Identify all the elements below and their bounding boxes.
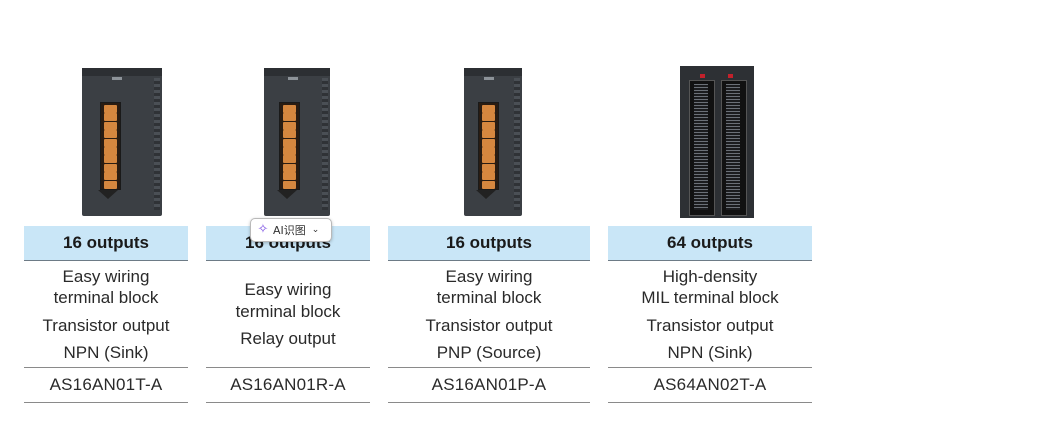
desc-line: NPN (Sink)	[63, 343, 149, 362]
terminal-screw	[104, 163, 117, 172]
desc-line: Easy wiring	[62, 266, 150, 286]
model-number[interactable]: AS16AN01P-A	[388, 368, 590, 403]
ai-button-label: AI识图	[273, 224, 306, 237]
desc-line: Easy wiring	[445, 266, 533, 286]
terminal-screw	[104, 105, 117, 113]
desc-line: terminal block	[436, 288, 542, 307]
terminal-screw	[104, 180, 117, 189]
product-image[interactable]	[264, 68, 330, 216]
terminal-screw	[283, 163, 296, 172]
terminal-screw	[482, 105, 495, 113]
desc-line: Transistor output	[646, 315, 774, 335]
outputs-header: 64 outputs	[608, 226, 812, 261]
terminal-screw	[283, 105, 296, 113]
terminal-screw	[104, 113, 117, 122]
module-body	[464, 68, 522, 216]
ai-image-recognition-button[interactable]: ✧ AI识图 ⌄	[250, 218, 332, 242]
product-description: Easy wiring terminal block Transistor ou…	[24, 262, 188, 368]
terminal-screw	[283, 155, 296, 164]
terminal-screw	[283, 130, 296, 139]
terminal-screw	[283, 113, 296, 122]
terminal-screw	[104, 147, 117, 155]
model-number[interactable]: AS16AN01R-A	[206, 368, 370, 403]
terminal-screw	[482, 121, 495, 130]
outputs-header: 16 outputs	[24, 226, 188, 261]
outputs-header: 16 outputs	[388, 226, 590, 261]
desc-line: NPN (Sink)	[667, 343, 753, 362]
desc-line: PNP (Source)	[436, 343, 542, 362]
module-body	[82, 68, 162, 216]
terminal-screw	[482, 155, 495, 164]
terminal-screw	[482, 147, 495, 155]
terminal-screw	[283, 138, 296, 147]
terminal-screw	[283, 121, 296, 130]
model-number[interactable]: AS64AN02T-A	[608, 368, 812, 403]
desc-line: High-density	[662, 266, 758, 286]
desc-line: terminal block	[235, 301, 341, 321]
product-description: Easy wiring terminal block Relay output	[206, 262, 370, 368]
module-body	[264, 68, 330, 216]
terminal-screw	[482, 163, 495, 172]
product-image[interactable]	[464, 68, 522, 216]
terminal-screw	[482, 113, 495, 122]
terminal-screw	[482, 172, 495, 181]
terminal-screw	[283, 180, 296, 189]
terminal-screw	[482, 138, 495, 147]
desc-line: MIL terminal block	[641, 288, 779, 307]
terminal-screw	[104, 130, 117, 139]
terminal-screw	[283, 147, 296, 155]
product-description: Easy wiring terminal block Transistor ou…	[388, 262, 590, 368]
product-description: High-density MIL terminal block Transist…	[608, 262, 812, 368]
terminal-screw	[104, 172, 117, 181]
desc-line: Transistor output	[42, 315, 170, 335]
sparkle-icon: ✧	[257, 222, 269, 237]
terminal-screw	[104, 155, 117, 164]
terminal-screw	[482, 180, 495, 189]
desc-line: Easy wiring	[244, 280, 332, 300]
desc-line: Transistor output	[425, 315, 553, 335]
model-number[interactable]: AS16AN01T-A	[24, 368, 188, 403]
desc-line: terminal block	[53, 288, 159, 307]
desc-line: Relay output	[240, 329, 336, 349]
product-image[interactable]	[680, 66, 754, 218]
chevron-down-icon[interactable]: ⌄	[311, 225, 320, 235]
terminal-screw	[482, 130, 495, 139]
terminal-screw	[283, 172, 296, 181]
terminal-screw	[104, 138, 117, 147]
product-image[interactable]	[82, 68, 162, 216]
terminal-screw	[104, 121, 117, 130]
mil-module-body	[680, 66, 754, 218]
